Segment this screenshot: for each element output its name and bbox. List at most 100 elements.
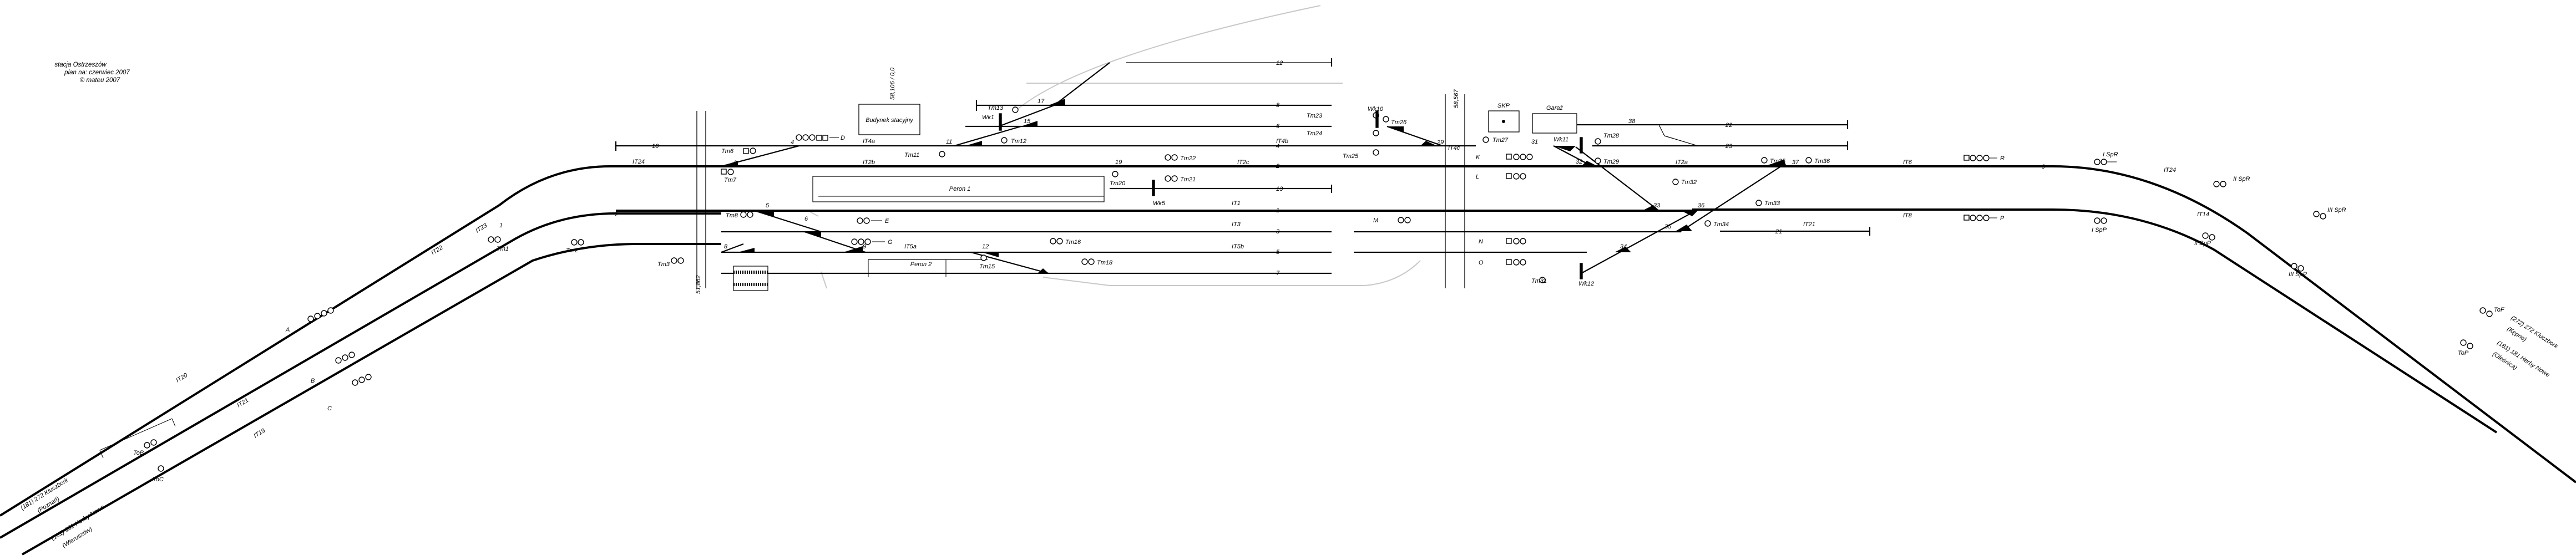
svg-text:Tm20: Tm20 xyxy=(1110,180,1126,187)
tof-signal: ToF xyxy=(2479,307,2505,317)
svg-text:ToB: ToB xyxy=(133,450,144,456)
svg-text:1: 1 xyxy=(499,222,503,229)
svg-text:35: 35 xyxy=(1664,223,1672,230)
skp-label: SKP xyxy=(1497,103,1510,109)
switch-markers xyxy=(721,99,1787,273)
svg-text:IT2a: IT2a xyxy=(1676,159,1688,166)
svg-text:IT5a: IT5a xyxy=(904,243,917,250)
switch-numbers: 1 2 3 4 5 6 8 9 11 12 15 17 19 29 31 32 … xyxy=(499,98,1799,250)
svg-text:38: 38 xyxy=(1628,118,1636,125)
tm6-signal: Tm6 xyxy=(721,147,756,155)
tm35-signal: Tm35 xyxy=(1761,157,1786,165)
km-station-label: 58,106 / 0,0 xyxy=(889,67,896,100)
svg-text:ToF: ToF xyxy=(2494,307,2505,313)
title-line-3: © mateu 2007 xyxy=(80,77,120,84)
svg-text:4: 4 xyxy=(791,139,794,146)
tm3-signal: Tm3 xyxy=(657,257,684,268)
station-building xyxy=(858,104,920,135)
k-signal: K xyxy=(1476,154,1533,161)
tm22-signal: Tm22 xyxy=(1165,154,1196,162)
km-right-label: 58,567 xyxy=(1453,89,1460,108)
svg-text:4: 4 xyxy=(1276,143,1279,150)
svg-text:IT1: IT1 xyxy=(1232,200,1241,207)
svg-text:29: 29 xyxy=(1436,139,1444,146)
tm15-signal: Tm15 xyxy=(979,254,995,270)
svg-text:7: 7 xyxy=(1276,270,1280,277)
svg-text:23: 23 xyxy=(1725,143,1733,150)
left-line-181-a xyxy=(0,212,721,539)
svg-text:Tm31: Tm31 xyxy=(1531,278,1547,284)
svg-text:A: A xyxy=(285,327,290,333)
tm24-signal: Tm24 xyxy=(1307,130,1379,137)
c-signal: C xyxy=(327,374,372,412)
svg-text:IT23: IT23 xyxy=(474,222,489,234)
top-signal: ToP xyxy=(2458,339,2473,357)
svg-text:IT6: IT6 xyxy=(1903,159,1912,166)
d-signal: D xyxy=(796,134,845,141)
svg-text:8: 8 xyxy=(1276,102,1280,109)
svg-text:D: D xyxy=(841,135,845,141)
section-labels: IT24 IT4a IT4b IT4c IT2b IT2c IT2a IT1 I… xyxy=(175,138,2209,440)
svg-text:G: G xyxy=(888,239,893,246)
tm34-signal: Tm34 xyxy=(1704,220,1729,228)
svg-text:IT5b: IT5b xyxy=(1232,243,1244,250)
platforms: Peron 1 Peron 2 xyxy=(812,176,1105,277)
svg-text:E: E xyxy=(885,218,889,225)
title-line-2: plan na: czerwiec 2007 xyxy=(64,69,130,76)
garage-building xyxy=(1532,113,1577,134)
svg-text:Wk11: Wk11 xyxy=(1553,136,1568,143)
svg-text:Tm2: Tm2 xyxy=(566,247,578,254)
svg-text:22: 22 xyxy=(1725,122,1732,129)
svg-text:Tm25: Tm25 xyxy=(1343,153,1359,160)
svg-text:IT4a: IT4a xyxy=(863,138,875,145)
line-labels: (181) 272 Kluczbork (Poznań) (181) 181 H… xyxy=(19,314,2559,549)
tm16-signal: Tm16 xyxy=(1050,238,1081,246)
svg-text:IT3: IT3 xyxy=(1232,221,1241,228)
svg-text:III SpR: III SpR xyxy=(2327,207,2346,213)
r-signal: R xyxy=(1963,155,2005,162)
svg-text:12: 12 xyxy=(982,243,989,250)
svg-text:Tm11: Tm11 xyxy=(904,152,919,159)
svg-text:Tm8: Tm8 xyxy=(726,212,738,219)
svg-text:Tm36: Tm36 xyxy=(1814,158,1830,165)
svg-text:Tm3: Tm3 xyxy=(657,261,670,268)
spp-3-signal: III SpP xyxy=(2289,263,2307,278)
m-signal: M xyxy=(1373,217,1411,224)
svg-text:ToP: ToP xyxy=(2458,350,2469,357)
svg-text:Tm18: Tm18 xyxy=(1097,259,1113,266)
svg-text:Tm24: Tm24 xyxy=(1307,130,1322,137)
tm12-signal: Tm12 xyxy=(1001,137,1026,145)
svg-text:ToC: ToC xyxy=(153,476,164,483)
station-tracks xyxy=(615,58,1871,274)
svg-text:Wk1: Wk1 xyxy=(982,114,994,121)
svg-text:II SpP: II SpP xyxy=(2194,240,2211,247)
right-line-181 xyxy=(1692,208,2498,434)
tm29-signal: Tm29 xyxy=(1595,157,1619,165)
svg-text:R: R xyxy=(2000,155,2005,162)
tm23-signal: Tm23 xyxy=(1307,112,1379,119)
svg-text:Tm12: Tm12 xyxy=(1011,138,1026,145)
svg-text:Wk5: Wk5 xyxy=(1153,200,1166,207)
crossovers xyxy=(721,62,1782,274)
svg-text:9: 9 xyxy=(2042,164,2045,170)
e-signal: E xyxy=(857,217,889,225)
svg-text:Tm7: Tm7 xyxy=(724,177,737,184)
title-line-1: stacja Ostrzeszów xyxy=(54,62,107,68)
svg-text:3: 3 xyxy=(733,160,737,166)
svg-text:12: 12 xyxy=(1276,60,1283,67)
svg-text:Tm26: Tm26 xyxy=(1391,119,1407,126)
svg-text:N: N xyxy=(1479,238,1483,245)
tm13-signal: Tm13 xyxy=(988,105,1019,113)
svg-text:21: 21 xyxy=(1775,228,1782,235)
left-junction xyxy=(99,418,176,459)
svg-text:3: 3 xyxy=(1276,228,1280,235)
svg-text:Tm21: Tm21 xyxy=(1180,176,1196,183)
svg-text:III SpP: III SpP xyxy=(2289,271,2307,278)
svg-text:I SpP: I SpP xyxy=(2092,227,2107,233)
tob-signal: ToB xyxy=(133,439,157,456)
svg-text:11: 11 xyxy=(946,139,952,145)
toc-signal: ToC xyxy=(153,465,164,483)
svg-text:Tm34: Tm34 xyxy=(1713,221,1729,228)
l-signal: L xyxy=(1476,173,1526,180)
